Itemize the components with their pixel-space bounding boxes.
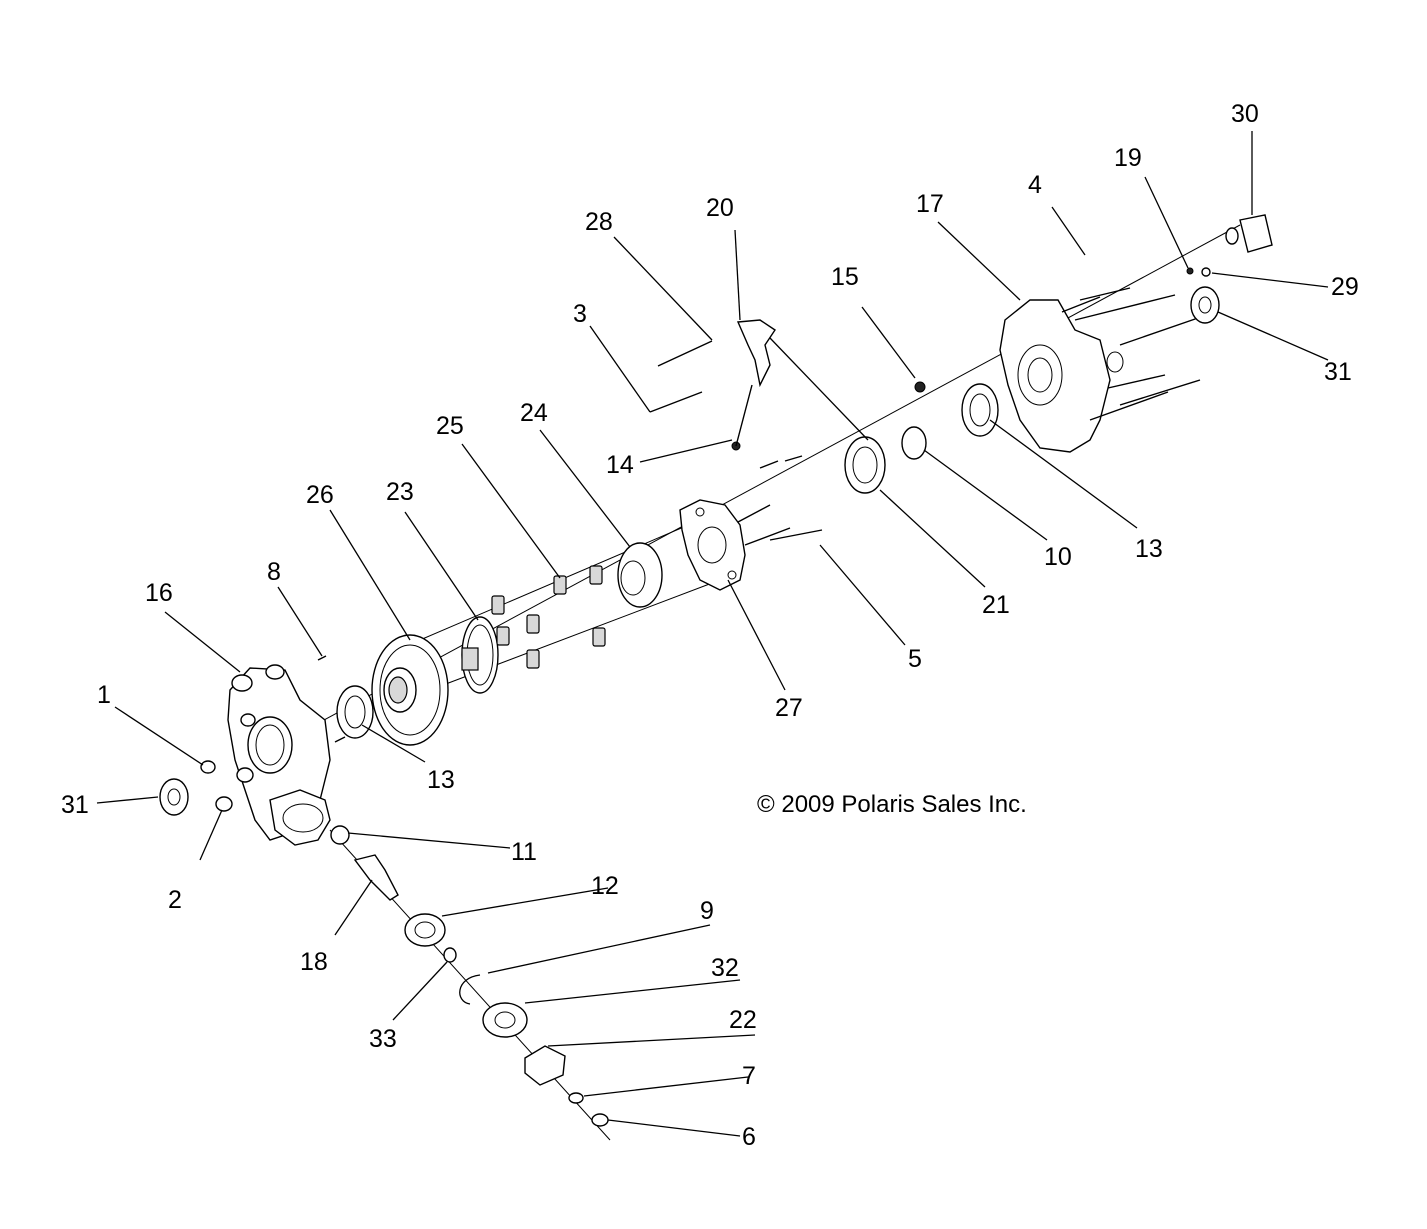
pinion-gears	[491, 565, 606, 669]
carrier-plate-27	[679, 499, 746, 591]
callout-16: 16	[145, 579, 173, 607]
callout-26: 26	[306, 481, 334, 509]
copyright-notice: © 2009 Polaris Sales Inc.	[757, 791, 1027, 818]
callout-3: 3	[573, 300, 587, 328]
callout-33: 33	[369, 1025, 397, 1053]
gear-23	[461, 616, 499, 694]
callout-11: 11	[511, 838, 537, 866]
callout-29: 29	[1331, 273, 1359, 301]
callout-20: 20	[706, 194, 734, 222]
callout-10: 10	[1044, 543, 1072, 571]
nut-6	[591, 1113, 609, 1127]
callout-21: 21	[982, 591, 1010, 619]
callout-1: 1	[97, 681, 111, 709]
callout-labels: 1 2 3 4 5 6 7 8 9 10 11 12 13 13 14 15 1…	[61, 100, 1359, 1151]
gear-24	[617, 542, 663, 608]
callout-17: 17	[916, 190, 944, 218]
bolts-5	[737, 455, 823, 546]
callout-4: 4	[1028, 171, 1042, 199]
plug-2	[215, 796, 233, 812]
ring-21	[844, 436, 886, 494]
pin-19	[1186, 267, 1194, 275]
plug-15	[914, 381, 926, 393]
callout-6: 6	[742, 1123, 756, 1151]
washer-7	[568, 1092, 584, 1104]
callout-18: 18	[300, 948, 328, 976]
callout-9: 9	[700, 897, 714, 925]
callout-24: 24	[520, 399, 548, 427]
callout-27: 27	[775, 694, 803, 722]
right-small-parts	[1186, 214, 1273, 324]
callout-8: 8	[267, 558, 281, 586]
sensor-30	[1239, 214, 1273, 253]
right-housing	[999, 299, 1124, 453]
callout-31-left: 31	[61, 791, 89, 819]
callout-2: 2	[168, 886, 182, 914]
callout-19: 19	[1114, 144, 1142, 172]
callout-30: 30	[1231, 100, 1259, 128]
callout-13-right: 13	[1135, 535, 1163, 563]
callout-32: 32	[711, 954, 739, 982]
callout-25: 25	[436, 412, 464, 440]
leader-lines	[96, 131, 1329, 1137]
bearing-13-left	[336, 685, 374, 739]
callout-14: 14	[606, 451, 634, 479]
callout-28: 28	[585, 208, 613, 236]
left-fasteners	[159, 655, 346, 816]
callout-23: 23	[386, 478, 414, 506]
o-ring-10	[901, 426, 927, 460]
callout-31-right: 31	[1324, 358, 1352, 386]
screw-29	[1201, 267, 1211, 277]
callout-15: 15	[831, 263, 859, 291]
lower-assembly	[330, 825, 609, 1127]
bushing-11	[330, 825, 350, 845]
callout-12: 12	[591, 872, 619, 900]
bolts-4	[1061, 287, 1201, 421]
shift-fork-group	[649, 319, 776, 451]
dowel-pin-8b	[334, 736, 346, 743]
callout-7: 7	[742, 1062, 756, 1090]
plug-1	[200, 760, 216, 774]
callout-13-left: 13	[427, 766, 455, 794]
dowel-pin-8	[317, 655, 327, 661]
callout-5: 5	[908, 645, 922, 673]
left-housing	[227, 664, 331, 846]
o-ring-33	[443, 947, 457, 963]
snap-ring-9	[459, 974, 481, 1005]
bearing-13-right	[961, 383, 999, 437]
flange-22	[524, 1045, 566, 1086]
callout-22: 22	[729, 1006, 757, 1034]
pinion-shaft-18	[353, 854, 399, 901]
ring-gear-26	[371, 634, 449, 746]
